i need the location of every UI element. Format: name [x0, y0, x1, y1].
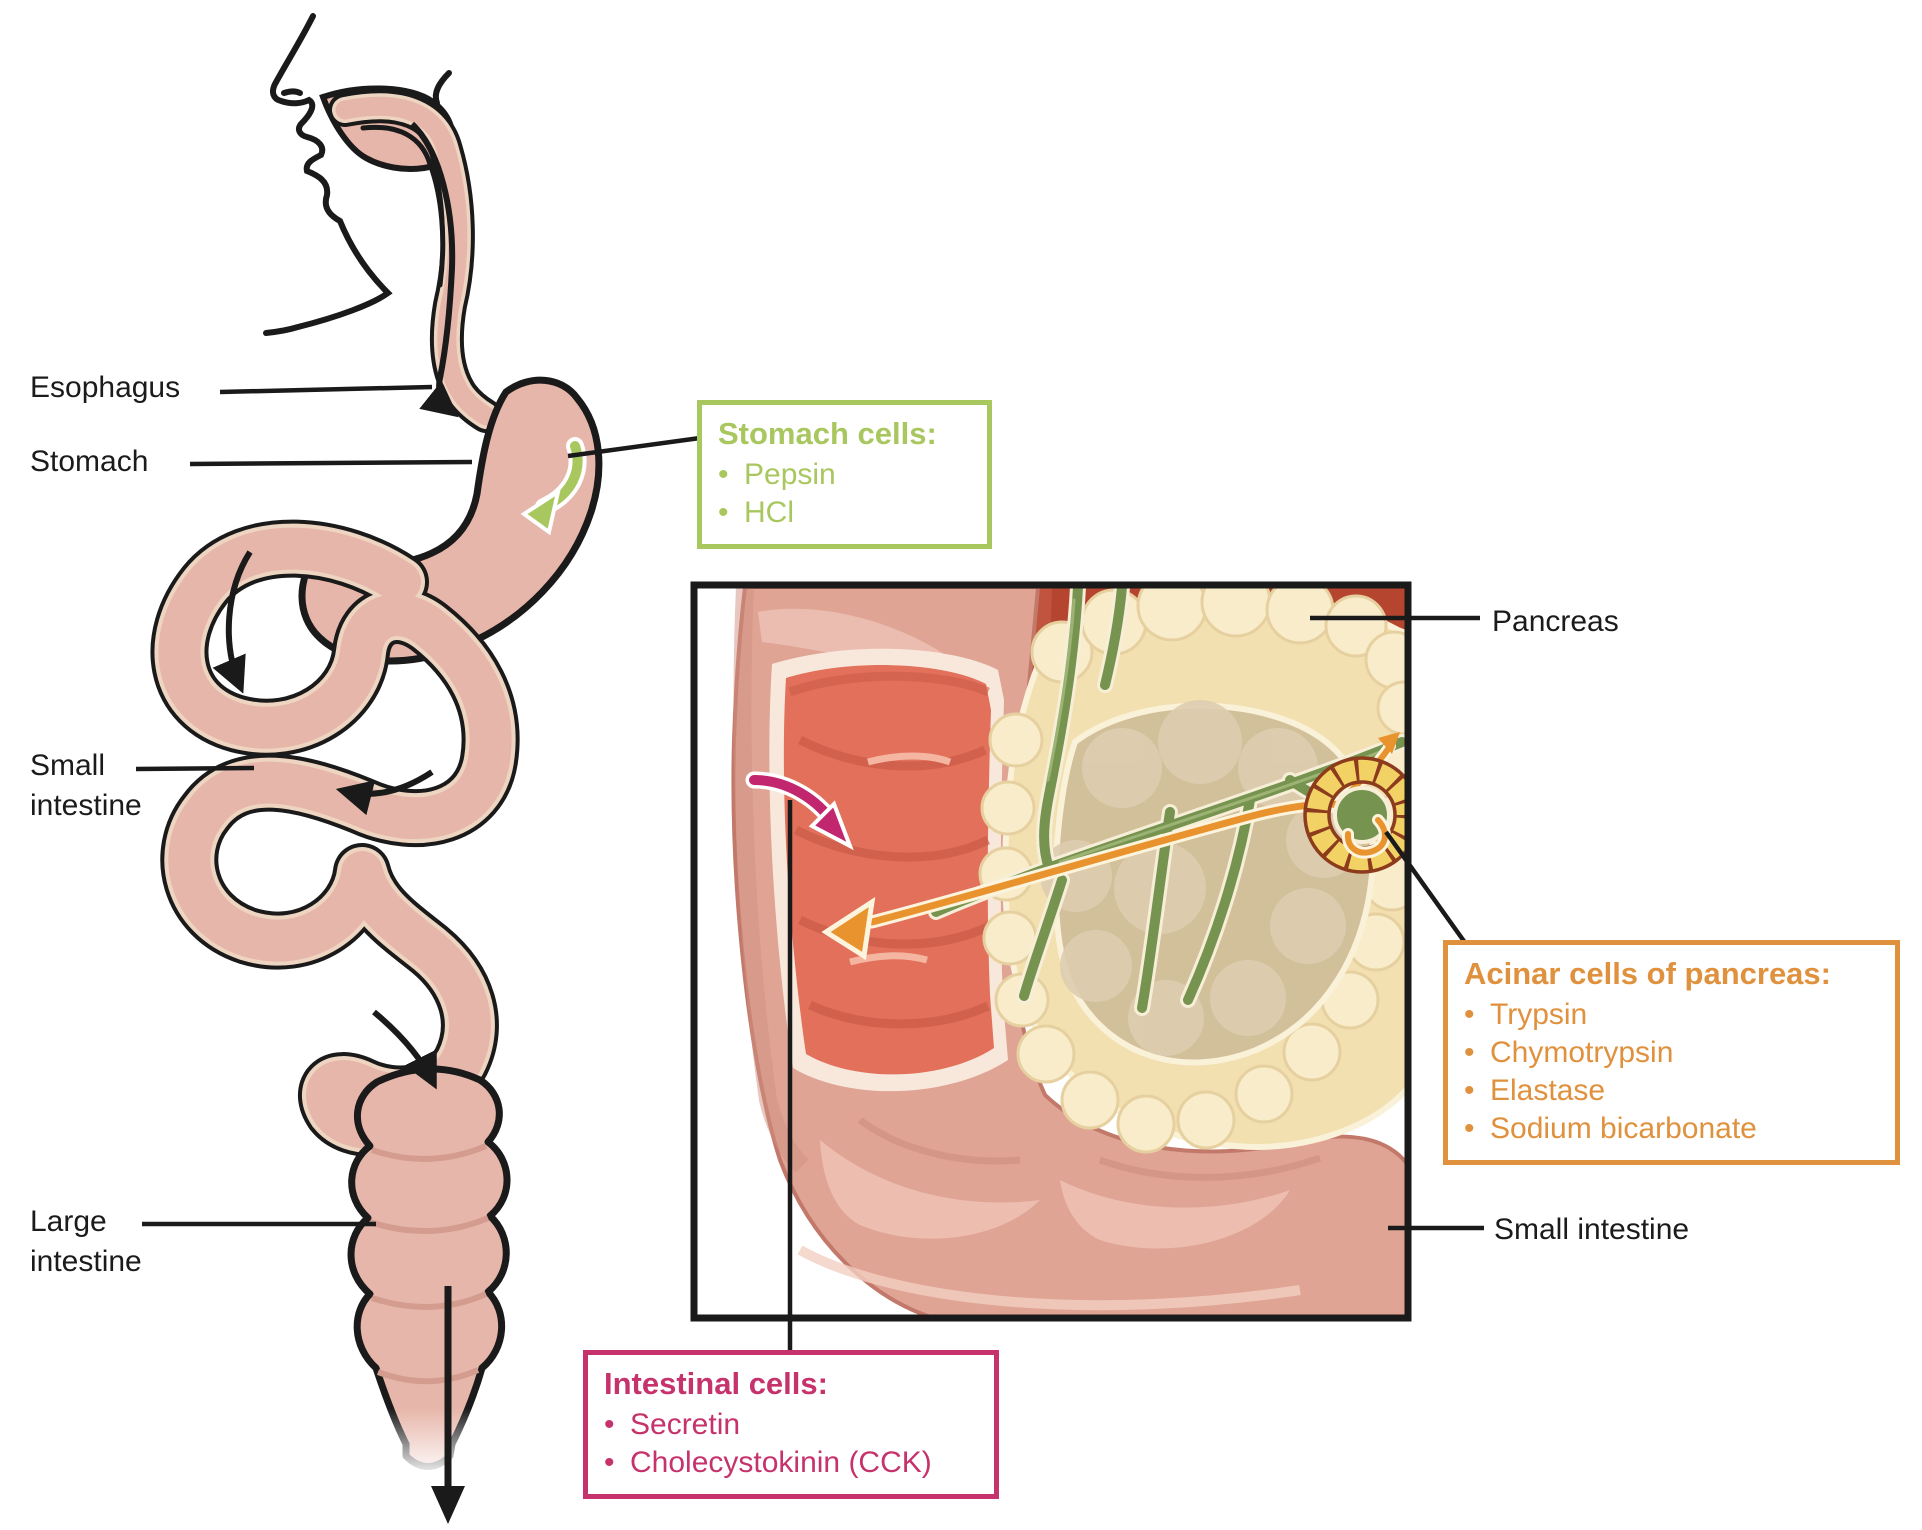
bullet-icon: •: [718, 495, 729, 529]
list-item-label: Secretin: [630, 1407, 741, 1441]
callout-stomach-cells-list: • Pepsin • HCl: [718, 456, 971, 532]
list-item: • Chymotrypsin: [1464, 1034, 1879, 1072]
list-item: • Cholecystokinin (CCK): [604, 1444, 978, 1482]
list-item-label: Cholecystokinin (CCK): [630, 1445, 932, 1479]
bullet-icon: •: [1464, 1035, 1475, 1069]
inset-acinar-cell-cluster: [1303, 756, 1405, 874]
label-esophagus: Esophagus: [30, 371, 181, 404]
inset-secretion-arrow-orange: [821, 896, 876, 961]
callout-intestinal-cells-title: Intestinal cells:: [604, 1366, 828, 1401]
list-item-label: HCl: [744, 495, 794, 529]
label-pancreas: Pancreas: [1492, 605, 1619, 638]
callout-acinar-cells-list: • Trypsin • Chymotrypsin • Elastase • Sodium…: [1464, 996, 1879, 1148]
list-item-label: Pepsin: [744, 457, 836, 491]
list-item-label: Elastase: [1490, 1073, 1606, 1107]
inset-bile-ducts-green: [928, 588, 1405, 1016]
list-item: • Trypsin: [1464, 996, 1879, 1034]
label-stomach: Stomach: [30, 445, 149, 478]
bullet-icon: •: [604, 1407, 615, 1441]
callout-acinar-cells-title: Acinar cells of pancreas:: [1464, 956, 1831, 991]
esophagus-shape: [328, 89, 503, 433]
food-path-arrow-esophagus: [409, 121, 459, 418]
list-item: • Elastase: [1464, 1072, 1879, 1110]
label-large-intestine: Large intestine: [30, 1205, 142, 1278]
list-item: • Secretin: [604, 1406, 978, 1444]
inset-hormone-arrow-magenta: [745, 771, 854, 851]
bullet-icon: •: [604, 1445, 615, 1479]
bullet-icon: •: [718, 457, 729, 491]
list-item-label: Chymotrypsin: [1490, 1035, 1674, 1069]
bullet-icon: •: [1464, 1112, 1475, 1146]
bullet-icon: •: [1464, 1073, 1475, 1107]
label-small-intestine: Small intestine: [30, 749, 142, 822]
list-item-label: Sodium bicarbonate: [1490, 1112, 1757, 1146]
inset-illustration: [697, 588, 1405, 1315]
large-intestine-shape: [336, 1065, 526, 1486]
list-item: • Sodium bicarbonate: [1464, 1110, 1879, 1148]
callout-intestinal-cells: Intestinal cells: • Secretin • Cholecystok…: [583, 1350, 999, 1499]
inset-border: [690, 581, 1412, 1322]
leader-lines: [135, 384, 1484, 1352]
list-item-label: Trypsin: [1490, 997, 1588, 1031]
inset-duodenum-lumen: [769, 648, 1008, 1092]
callout-intestinal-cells-list: • Secretin • Cholecystokinin (CCK): [604, 1406, 978, 1482]
label-small-intestine-inset: Small intestine: [1494, 1213, 1690, 1246]
bullet-icon: •: [1464, 997, 1475, 1031]
peristalsis-arrows: [212, 550, 437, 1090]
elimination-arrow: [431, 1286, 465, 1524]
callout-stomach-cells-title: Stomach cells:: [718, 416, 937, 451]
list-item: • HCl: [718, 494, 971, 532]
list-item: • Pepsin: [718, 456, 971, 494]
callout-acinar-cells: Acinar cells of pancreas: • Trypsin • Chym…: [1443, 940, 1900, 1166]
callout-stomach-cells: Stomach cells: • Pepsin • HCl: [697, 400, 992, 549]
head-profile-line-art: [263, 13, 452, 336]
